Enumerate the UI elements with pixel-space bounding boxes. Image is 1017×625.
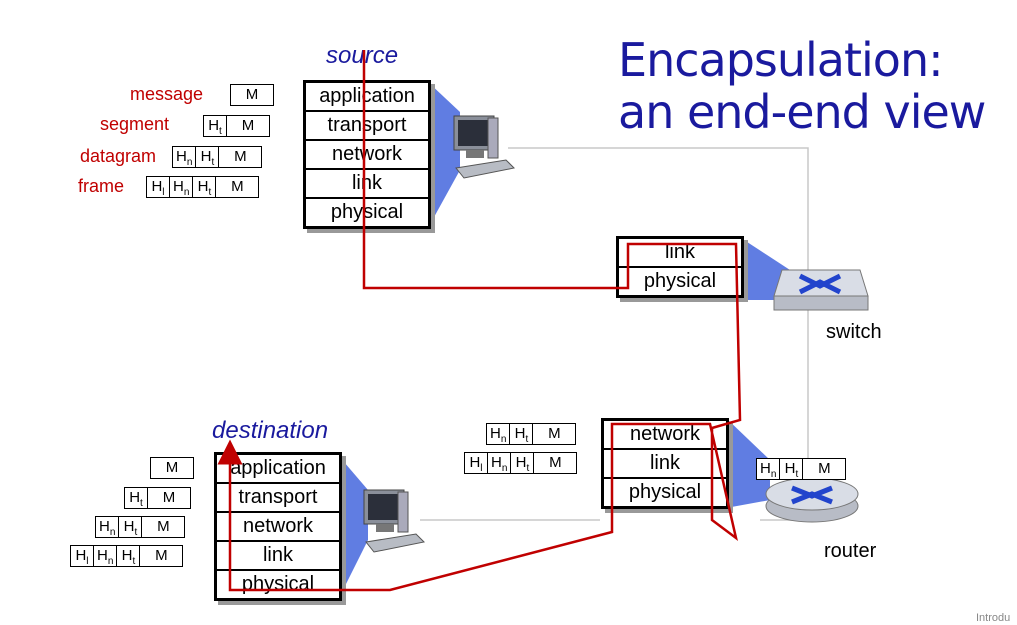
switch-label: switch: [826, 321, 882, 343]
header-hn: Hn: [94, 546, 118, 567]
payload-m: M: [157, 518, 170, 535]
header-ht: Ht: [193, 177, 217, 198]
header-ht: Ht: [125, 488, 148, 509]
slide-title: Encapsulation: an end-end view: [618, 33, 986, 139]
payload-m: M: [231, 178, 244, 195]
header-ht: Ht: [117, 546, 141, 567]
header-ht: Ht: [119, 517, 143, 538]
payload-m: M: [241, 117, 255, 134]
source-computer-icon: [453, 115, 516, 179]
source-network-layer: network: [306, 141, 428, 170]
payload-m: M: [165, 459, 179, 476]
switch-stack: link physical: [616, 236, 744, 298]
source-segment-packet: Ht M: [203, 115, 270, 137]
destination-computer-icon: [363, 489, 426, 553]
header-hl: Hl: [71, 546, 94, 567]
payload-m: M: [245, 86, 259, 103]
source-physical-layer: physical: [330, 201, 404, 223]
source-frame-packet: Hl Hn Ht M: [146, 176, 260, 198]
payload-m: M: [162, 489, 176, 506]
destination-link-layer: link: [217, 542, 339, 571]
pdu-label-datagram: datagram: [80, 146, 157, 166]
router-datagram-in-packet: Hn Ht M: [486, 423, 577, 445]
router-label: router: [824, 540, 877, 562]
router-physical-layer: physical: [628, 481, 702, 503]
destination-application-layer: application: [217, 455, 339, 484]
header-ht: Ht: [780, 459, 804, 480]
header-hl: Hl: [465, 453, 488, 474]
header-ht: Ht: [511, 453, 535, 474]
pdu-label-segment: segment: [100, 114, 170, 134]
header-hn: Hn: [173, 147, 197, 168]
router-icon: [765, 477, 859, 523]
router-link-layer: link: [604, 450, 726, 479]
source-label: source: [326, 42, 399, 69]
header-hl: Hl: [147, 177, 170, 198]
switch-physical-layer: physical: [643, 270, 717, 292]
source-link-layer: link: [306, 170, 428, 199]
header-ht: Ht: [510, 424, 534, 445]
header-hn: Hn: [170, 177, 194, 198]
source-transport-layer: transport: [306, 112, 428, 141]
source-message-packet: M: [230, 84, 274, 106]
pdu-label-message: message: [130, 84, 204, 104]
source-datagram-packet: Hn Ht M: [172, 146, 263, 168]
switch-link-layer: link: [619, 239, 741, 268]
destination-network-layer: network: [217, 513, 339, 542]
destination-transport-layer: transport: [217, 484, 339, 513]
router-datagram-out-packet: Hn Ht M: [756, 458, 847, 480]
router-stack: network link physical: [601, 418, 729, 509]
source-application-layer: application: [306, 83, 428, 112]
payload-m: M: [234, 148, 247, 165]
header-hn: Hn: [487, 424, 511, 445]
payload-m: M: [818, 460, 831, 477]
header-ht: Ht: [204, 116, 227, 137]
payload-m: M: [549, 454, 562, 471]
destination-segment-packet: Ht M: [124, 487, 191, 509]
source-stack: application transport network link physi…: [303, 80, 431, 229]
header-hn: Hn: [757, 459, 781, 480]
header-hn: Hn: [488, 453, 512, 474]
destination-datagram-packet: Hn Ht M: [95, 516, 186, 538]
header-hn: Hn: [96, 517, 120, 538]
pdu-label-frame: frame: [78, 176, 125, 196]
payload-m: M: [155, 547, 168, 564]
destination-frame-packet: Hl Hn Ht M: [70, 545, 184, 567]
router-frame-packet: Hl Hn Ht M: [464, 452, 578, 474]
router-network-layer: network: [604, 421, 726, 450]
header-ht: Ht: [196, 147, 220, 168]
destination-message-packet: M: [150, 457, 194, 479]
footer-text: Introdu: [976, 612, 1011, 624]
payload-m: M: [548, 425, 561, 442]
switch-icon: [773, 269, 869, 311]
